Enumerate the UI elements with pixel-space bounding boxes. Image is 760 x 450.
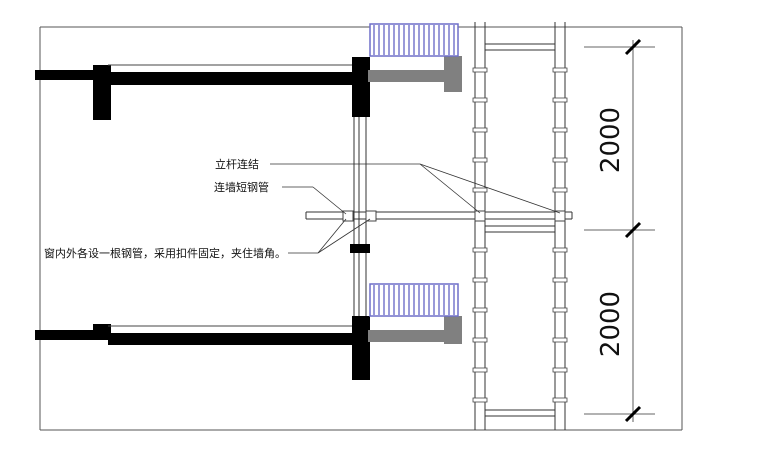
coupler	[554, 210, 566, 222]
scaffold-node	[552, 247, 568, 253]
coupler	[474, 210, 486, 222]
label-vertical-pole-connection: 立杆连结	[215, 157, 259, 171]
label-wall-tie-tube: 连墙短钢管	[214, 180, 269, 194]
coupler	[342, 210, 354, 222]
label-window-note: 窗内外各设一根钢管，采用扣件固定，夹住墙角。	[44, 246, 286, 260]
dimension-label-upper: 2000	[596, 107, 626, 173]
scaffold-node	[472, 187, 488, 193]
scaffold-node	[552, 187, 568, 193]
scaffold-node	[472, 277, 488, 283]
lower-floor-slab	[35, 316, 462, 380]
upper-balcony-railing	[369, 23, 459, 57]
scaffold-node	[472, 157, 488, 163]
dimension-label-lower: 2000	[596, 291, 626, 357]
scaffold-node	[552, 397, 568, 403]
scaffold-node	[552, 307, 568, 313]
leader-lines	[270, 163, 561, 254]
dimension-line	[584, 38, 655, 423]
coupler	[365, 210, 377, 222]
scaffold-node	[472, 307, 488, 313]
dimension-tick	[624, 405, 642, 423]
scaffold-node	[552, 127, 568, 133]
scaffold-node	[552, 277, 568, 283]
scaffold-node	[472, 67, 488, 73]
dimension-tick	[624, 221, 642, 239]
scaffold-node	[472, 127, 488, 133]
scaffold-node	[552, 67, 568, 73]
wall-tie-tube	[305, 210, 573, 222]
scaffold-node	[552, 337, 568, 343]
scaffold-node	[472, 97, 488, 103]
scaffold-node	[472, 367, 488, 373]
scaffold-node	[552, 157, 568, 163]
scaffold-node	[472, 337, 488, 343]
frame	[39, 26, 683, 431]
upper-floor-slab	[35, 56, 462, 120]
lower-balcony-railing	[369, 283, 459, 317]
dimension-tick	[624, 38, 642, 56]
scaffold-node	[472, 397, 488, 403]
scaffold-frame	[472, 22, 568, 430]
scaffold-node	[472, 247, 488, 253]
scaffold-node	[552, 97, 568, 103]
scaffold-node	[552, 367, 568, 373]
